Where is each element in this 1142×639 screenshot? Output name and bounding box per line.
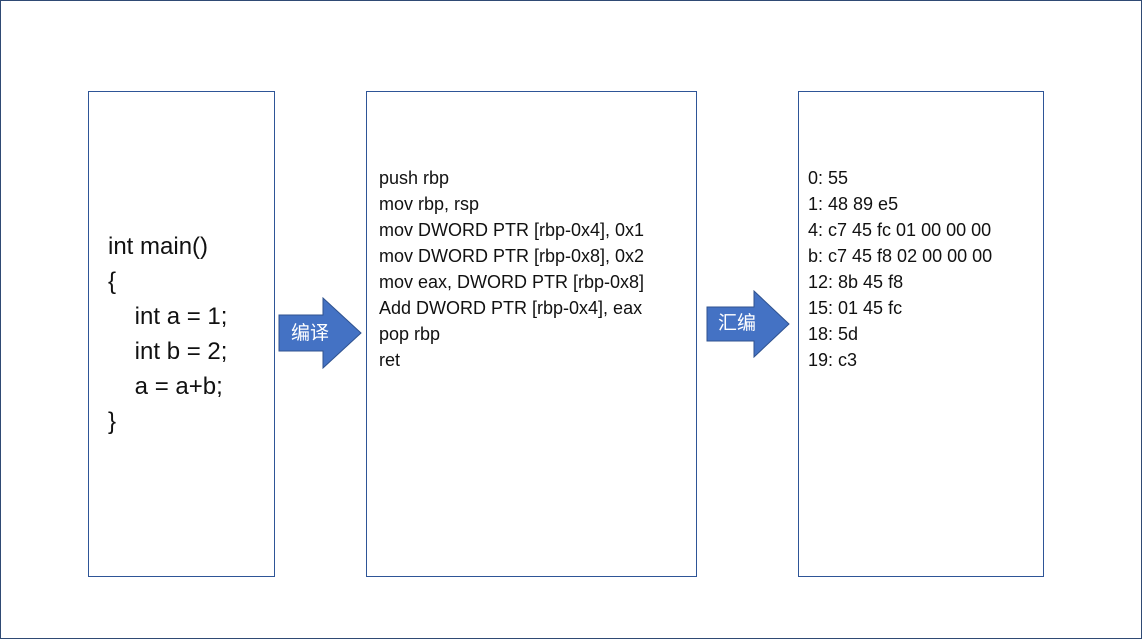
code-line: int b = 2; [108, 338, 228, 365]
hex-line: 18: 5d [808, 324, 859, 344]
c-source-code: int main() { int a = 1; int b = 2; a = a… [108, 229, 227, 439]
compile-arrow: 编译 [278, 297, 362, 369]
code-line: a = a+b; [108, 373, 223, 400]
c-source-box: int main() { int a = 1; int b = 2; a = a… [88, 91, 275, 577]
asm-line: mov DWORD PTR [rbp-0x4], 0x1 [379, 220, 645, 240]
assembly-code: push rbp mov rbp, rsp mov DWORD PTR [rbp… [379, 165, 644, 373]
code-line: int main() [108, 233, 209, 260]
hex-line: 0: 55 [808, 168, 849, 188]
code-line: int a = 1; [108, 303, 228, 330]
right-arrow-icon [278, 297, 362, 369]
assemble-arrow: 汇编 [706, 290, 790, 358]
hex-line: 4: c7 45 fc 01 00 00 00 [808, 220, 992, 240]
asm-line: Add DWORD PTR [rbp-0x4], eax [379, 298, 643, 318]
hex-line: b: c7 45 f8 02 00 00 00 [808, 246, 993, 266]
code-line: { [108, 268, 117, 295]
asm-line: mov eax, DWORD PTR [rbp-0x8] [379, 272, 645, 292]
asm-line: ret [379, 350, 401, 370]
code-line: } [108, 408, 117, 435]
assemble-arrow-label: 汇编 [718, 312, 757, 334]
right-arrow-icon [706, 290, 790, 358]
asm-line: pop rbp [379, 324, 441, 344]
machine-code-box: 0: 55 1: 48 89 e5 4: c7 45 fc 01 00 00 0… [798, 91, 1044, 577]
hex-line: 12: 8b 45 f8 [808, 272, 904, 292]
hex-line: 15: 01 45 fc [808, 298, 903, 318]
hex-line: 1: 48 89 e5 [808, 194, 899, 214]
assembly-box: push rbp mov rbp, rsp mov DWORD PTR [rbp… [366, 91, 697, 577]
hex-line: 19: c3 [808, 350, 858, 370]
asm-line: mov rbp, rsp [379, 194, 480, 214]
compile-arrow-label: 编译 [291, 322, 330, 344]
machine-code: 0: 55 1: 48 89 e5 4: c7 45 fc 01 00 00 0… [808, 165, 992, 373]
asm-line: mov DWORD PTR [rbp-0x8], 0x2 [379, 246, 645, 266]
asm-line: push rbp [379, 168, 450, 188]
